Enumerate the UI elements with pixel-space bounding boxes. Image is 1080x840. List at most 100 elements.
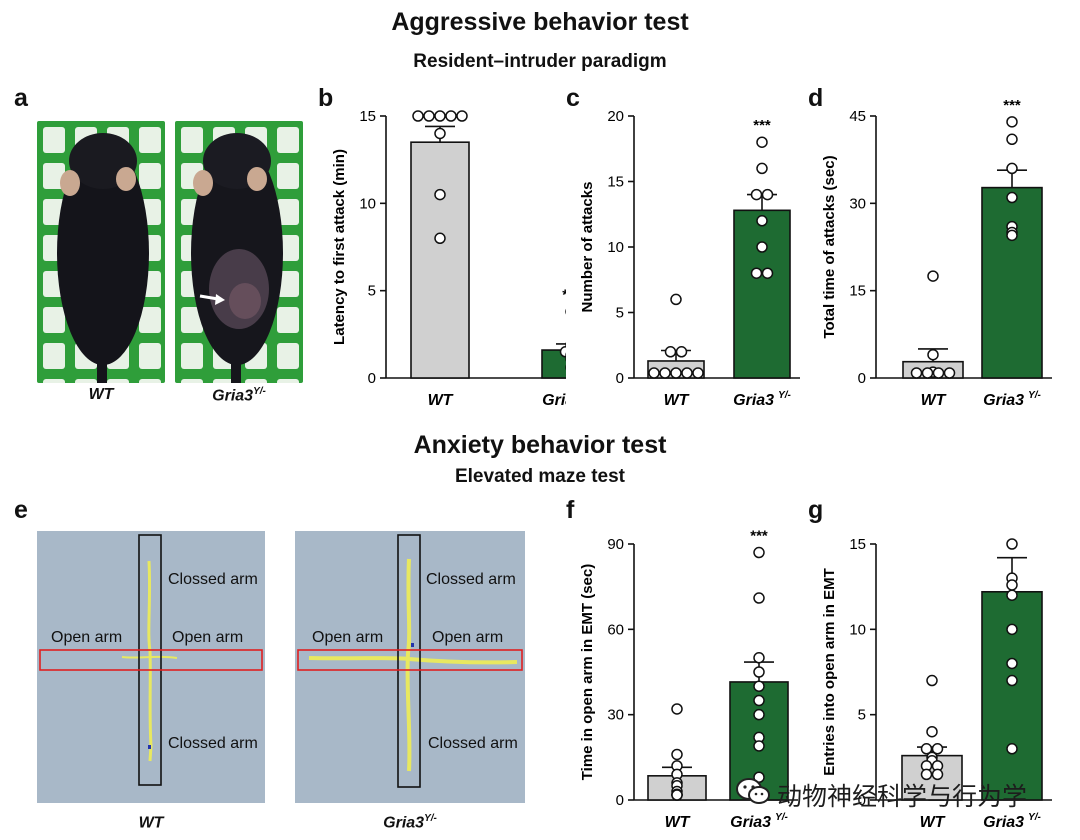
panel-label-f: f — [566, 496, 575, 524]
bar-gria3 — [733, 209, 791, 379]
y-axis-label: Latency to first attack (min) — [331, 149, 348, 345]
data-point — [671, 789, 683, 801]
y-tick-label: 5 — [858, 707, 866, 724]
data-point — [761, 188, 774, 201]
data-point — [664, 346, 677, 358]
data-point — [434, 232, 446, 245]
data-point — [932, 367, 945, 379]
gria3-photo-label: Gria3Y/- — [212, 386, 266, 405]
y-tick-label: 5 — [616, 305, 624, 322]
data-point — [434, 110, 446, 122]
data-point — [750, 188, 763, 201]
gria3-open-arm-right-label: Open arm — [432, 629, 504, 646]
data-point — [648, 367, 660, 379]
significance-marker: *** — [1003, 100, 1021, 114]
x-category-label: Gria3 Y/- — [983, 390, 1041, 409]
data-point — [943, 367, 956, 379]
wt-photo-label: WT — [88, 386, 114, 403]
gria3-maze-label: Gria3Y/- — [383, 813, 437, 832]
data-point — [753, 740, 765, 752]
panel-label-g: g — [808, 496, 824, 524]
data-point — [931, 743, 944, 755]
wt-maze-label: WT — [138, 814, 164, 832]
y-tick-label: 10 — [607, 239, 624, 256]
data-point — [1006, 538, 1018, 550]
x-category-superscript: Y/- — [1028, 390, 1041, 401]
x-category-name: Gria3 — [730, 814, 771, 831]
x-category-label: WT — [428, 392, 454, 409]
data-point — [1006, 116, 1018, 128]
significance-marker: *** — [753, 117, 771, 134]
x-category-name: Gria3 — [983, 392, 1024, 409]
y-tick-label: 90 — [607, 536, 624, 553]
x-category-name: Gria3 — [733, 392, 774, 409]
bar-gria3 — [981, 186, 1043, 379]
data-point — [692, 367, 704, 379]
x-category-label: Gria3 Y/- — [733, 390, 791, 409]
panel-label-d: d — [808, 84, 824, 112]
data-point — [753, 680, 765, 692]
data-point — [412, 110, 424, 122]
panel-label-e: e — [14, 496, 28, 524]
data-point — [931, 768, 944, 781]
x-category-label: WT — [664, 392, 690, 409]
data-point — [671, 703, 683, 715]
x-category-name: WT — [920, 814, 946, 831]
data-point — [756, 136, 768, 148]
anxiety-test-title: Anxiety behavior test — [413, 431, 667, 459]
y-tick-label: 30 — [607, 707, 624, 724]
data-point — [681, 367, 693, 379]
y-tick-label: 0 — [616, 792, 624, 809]
significance-marker: *** — [750, 528, 768, 545]
y-axis-label: Entries into open arm in EMT — [821, 568, 838, 776]
x-category-superscript: Y/- — [775, 812, 788, 823]
data-point — [1006, 743, 1018, 755]
data-point — [761, 267, 774, 279]
y-tick-label: 20 — [607, 108, 624, 125]
x-category-label: WT — [920, 814, 946, 831]
y-tick-label: 15 — [849, 283, 866, 300]
data-point — [670, 367, 682, 379]
y-axis-label: Total time of attacks (sec) — [821, 155, 838, 338]
data-point — [753, 546, 765, 559]
data-point — [753, 666, 765, 678]
bar-wt — [410, 141, 470, 379]
aggressive-test-title: Aggressive behavior test — [391, 8, 689, 36]
y-tick-label: 45 — [849, 108, 866, 125]
y-tick-label: 5 — [368, 283, 376, 300]
y-tick-label: 15 — [359, 108, 376, 125]
gria3-closed-arm-top-label: Clossed arm — [426, 571, 516, 588]
panel-label-b: b — [318, 84, 334, 112]
x-category-label: Gria3 Y/- — [730, 812, 788, 831]
y-tick-label: 15 — [849, 536, 866, 553]
y-axis-label: Time in open arm in EMT (sec) — [579, 564, 596, 780]
y-axis-label: Number of attacks — [579, 182, 596, 313]
watermark-text: 动物神经科学与行为学 — [777, 783, 1028, 811]
gria3-mouse-photo — [175, 121, 303, 383]
data-point — [1006, 229, 1018, 242]
data-point — [926, 725, 938, 738]
wt-closed-arm-top-label: Clossed arm — [168, 571, 258, 588]
y-tick-label: 10 — [359, 195, 376, 212]
data-point — [659, 367, 671, 379]
x-category-superscript: Y/- — [778, 390, 791, 401]
data-point — [1006, 133, 1018, 146]
x-category-name: WT — [428, 392, 454, 409]
data-point — [670, 293, 682, 306]
data-point — [1006, 623, 1018, 636]
data-point — [456, 110, 468, 122]
x-category-label: WT — [665, 814, 691, 831]
x-category-name: WT — [921, 392, 947, 409]
wt-mouse-photo — [37, 121, 165, 383]
data-point — [920, 768, 933, 781]
data-point — [1006, 589, 1018, 601]
data-point — [1006, 579, 1018, 591]
data-point — [434, 127, 446, 140]
wt-closed-arm-bottom-label: Clossed arm — [168, 735, 258, 752]
y-tick-label: 15 — [607, 174, 624, 191]
x-category-label: WT — [921, 392, 947, 409]
